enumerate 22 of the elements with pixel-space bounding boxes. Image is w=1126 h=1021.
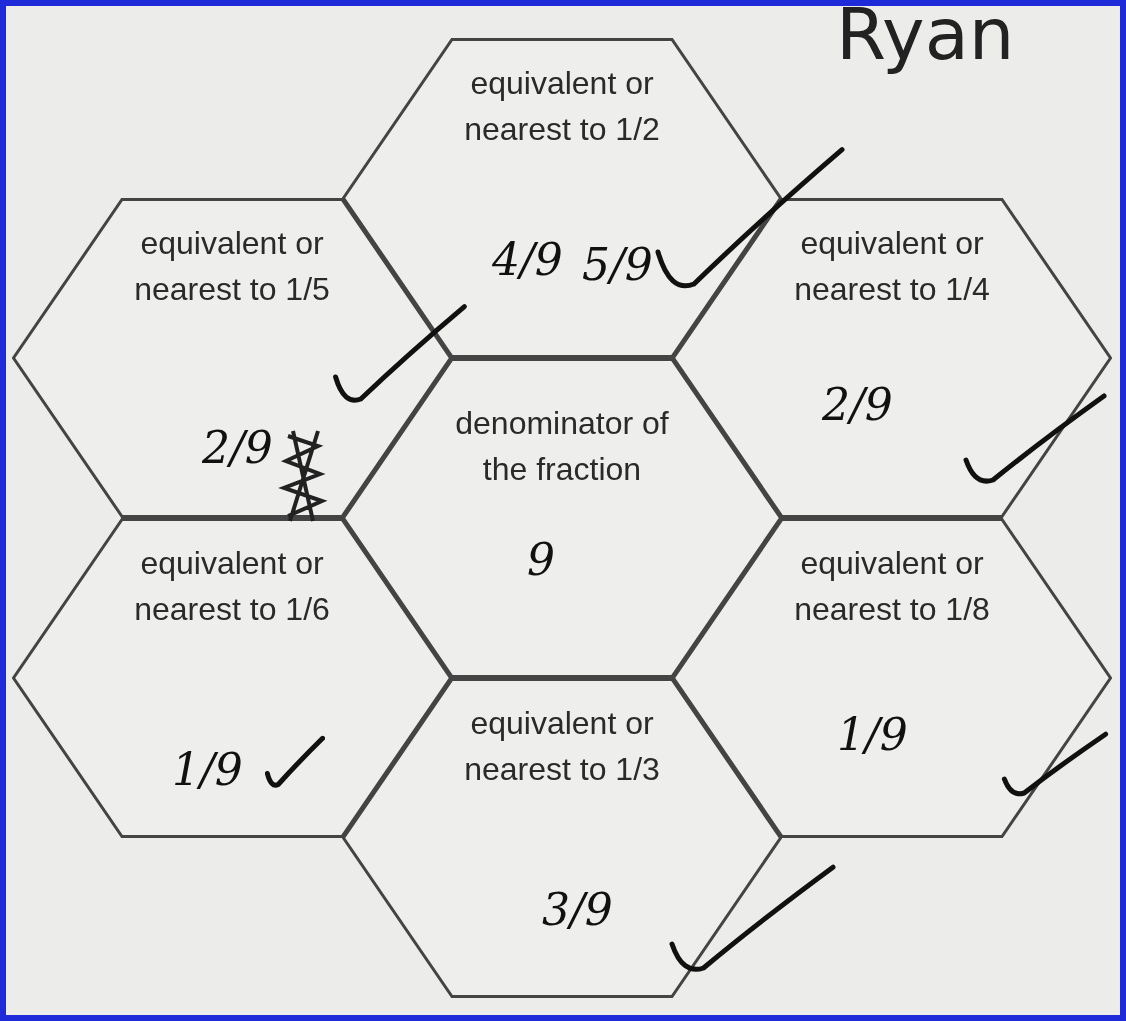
prompt-text: equivalent or nearest to 1/4 [793,224,991,310]
prompt-text: denominator of the fraction [454,404,670,490]
handwritten-answer: 1/9 [837,713,908,757]
hexagon [672,518,1112,838]
handwritten-answer: 9 [527,538,555,582]
handwritten-answer: 4/9 [492,238,563,282]
hexagon [12,518,452,838]
hexagon [672,198,1112,518]
hexagon [12,198,452,518]
hexagon [342,678,782,998]
handwritten-answer: 1/9 [172,748,243,792]
handwritten-answer: 2/9 [202,426,273,470]
prompt-text: equivalent or nearest to 1/8 [793,544,991,630]
handwritten-answer: 2/9 [822,383,893,427]
prompt-text: equivalent or nearest to 1/3 [463,704,661,790]
handwritten-answer: 5/9 [582,243,653,287]
prompt-text: equivalent or nearest to 1/5 [133,224,331,310]
prompt-text: equivalent or nearest to 1/2 [463,64,661,150]
hexagon [342,38,782,358]
handwritten-answer: 3/9 [542,888,613,932]
hexagon [342,358,782,678]
prompt-text: equivalent or nearest to 1/6 [133,544,331,630]
